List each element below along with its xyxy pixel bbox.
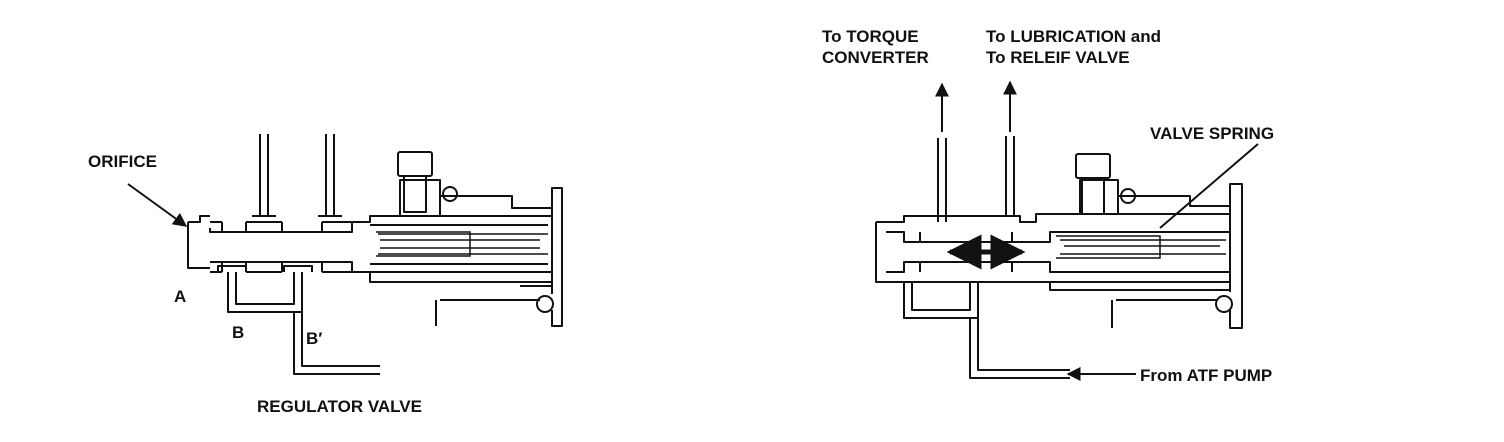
orifice-leader-arrow xyxy=(127,183,188,227)
left-valve-body xyxy=(187,151,563,327)
regulator-valve-diagram: ORIFICE A B B′ REGULATOR VALVE xyxy=(88,134,563,416)
to-torque-converter-label-line2: CONVERTER xyxy=(822,48,929,67)
to-torque-converter-label-line1: To TORQUE xyxy=(822,27,919,46)
right-valve-body xyxy=(875,153,1243,329)
from-atf-pump-label: From ATF PUMP xyxy=(1140,366,1272,385)
port-a-label: A xyxy=(174,287,186,306)
left-upper-passages xyxy=(252,134,342,217)
right-upper-passages xyxy=(937,136,1015,222)
regulator-valve-label: REGULATOR VALVE xyxy=(257,397,422,416)
to-lubrication-label-line2: To RELEIF VALVE xyxy=(986,48,1130,67)
port-b-prime-label: B′ xyxy=(306,329,322,348)
left-lower-passages xyxy=(217,265,380,375)
port-b-label: B xyxy=(232,323,244,342)
orifice-label: ORIFICE xyxy=(88,152,157,171)
to-lubrication-label-line1: To LUBRICATION and xyxy=(986,27,1161,46)
operation-diagram: To TORQUE CONVERTER To LUBRICATION and T… xyxy=(822,27,1274,385)
valve-spring-label: VALVE SPRING xyxy=(1150,124,1274,143)
valve-spring-leader xyxy=(1159,143,1259,229)
right-lower-passages xyxy=(903,282,1070,379)
